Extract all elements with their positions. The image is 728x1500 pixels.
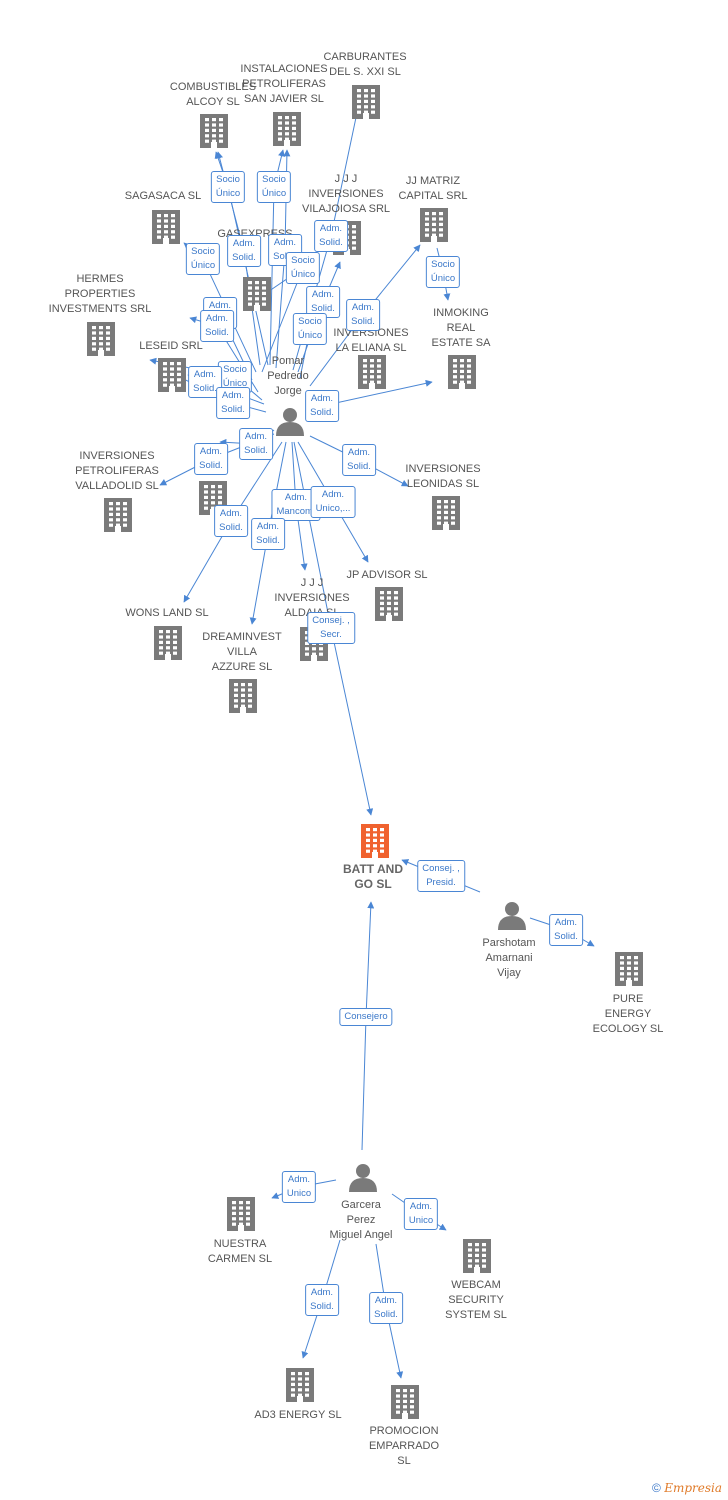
building-icon[interactable] <box>391 1385 419 1419</box>
edge-role-badge[interactable]: Adm. Unico <box>403 1198 439 1230</box>
building-icon[interactable] <box>352 85 380 119</box>
edge-role-badge[interactable]: Socio Único <box>292 313 328 345</box>
building-icon[interactable] <box>286 1368 314 1402</box>
building-icon[interactable] <box>104 498 132 532</box>
node-label-pure[interactable]: PURE ENERGY ECOLOGY SL <box>592 993 664 1035</box>
node-label-inveliana[interactable]: INVERSIONES LA ELIANA SL <box>333 327 409 354</box>
node-label-wons[interactable]: WONS LAND SL <box>125 607 209 619</box>
building-icon[interactable] <box>87 322 115 356</box>
edge-role-badge[interactable]: Adm. Unico,... <box>310 486 356 518</box>
watermark: © Empresia <box>652 1481 722 1495</box>
edge-role-badge[interactable]: Adm. Solid. <box>369 1292 403 1324</box>
edge-role-badge[interactable]: Adm. Solid. <box>239 428 273 460</box>
edge-role-badge[interactable]: Adm. Solid. <box>216 387 250 419</box>
edge-role-badge[interactable]: Consej. , Secr. <box>307 612 355 644</box>
edge-role-badge[interactable]: Adm. Solid. <box>200 310 234 342</box>
edge-role-badge[interactable]: Adm. Solid. <box>549 914 583 946</box>
edge-role-badge[interactable]: Adm. Solid. <box>214 505 248 537</box>
node-label-jjjvila[interactable]: J J J INVERSIONES VILAJOIOSA SRL <box>301 173 391 215</box>
node-label-carburantes[interactable]: CARBURANTES DEL S. XXI SL <box>323 51 407 78</box>
node-label-jpadvisor[interactable]: JP ADVISOR SL <box>346 569 428 581</box>
edge-role-badge[interactable]: Socio Único <box>185 243 221 275</box>
building-icon[interactable] <box>375 587 403 621</box>
node-label-combustibles[interactable]: COMBUSTIBLES ALCOY SL <box>169 81 257 108</box>
edge-role-badge[interactable]: Socio Único <box>425 256 461 288</box>
node-label-parshotam[interactable]: Parshotam Amarnani Vijay <box>482 937 536 979</box>
building-icon[interactable] <box>229 679 257 713</box>
edge-role-badge[interactable]: Socio Único <box>256 171 292 203</box>
edge-role-badge[interactable]: Adm. Solid. <box>306 286 340 318</box>
edge-role-badge[interactable]: Adm. Solid. <box>342 444 376 476</box>
node-label-sagasaca[interactable]: SAGASACA SL <box>124 190 202 202</box>
building-icon[interactable] <box>243 277 271 311</box>
node-label-ad3[interactable]: AD3 ENERGY SL <box>254 1409 342 1421</box>
edge-role-badge[interactable]: Adm. Solid. <box>314 220 348 252</box>
edge-role-badge[interactable]: Socio Único <box>210 171 246 203</box>
node-label-nuestra[interactable]: NUESTRA CARMEN SL <box>207 1238 273 1265</box>
node-label-jjmatriz[interactable]: JJ MATRIZ CAPITAL SRL <box>398 175 468 202</box>
edge-role-badge[interactable]: Adm. Unico <box>281 1171 317 1203</box>
edge-role-badge[interactable]: Adm. Solid. <box>305 1284 339 1316</box>
building-icon[interactable] <box>152 210 180 244</box>
node-label-pomar[interactable]: Pomar Pedredo Jorge <box>267 355 309 397</box>
building-icon[interactable] <box>615 952 643 986</box>
edge-role-badge[interactable]: Adm. Solid. <box>251 518 285 550</box>
node-label-leonidas[interactable]: INVERSIONES LEONIDAS SL <box>405 463 481 490</box>
building-icon[interactable] <box>273 112 301 146</box>
building-icon[interactable] <box>158 358 186 392</box>
building-icon[interactable] <box>227 1197 255 1231</box>
building-icon[interactable] <box>200 114 228 148</box>
person-icon[interactable] <box>498 902 526 930</box>
edge-role-badge[interactable]: Adm. Solid. <box>227 235 261 267</box>
node-label-batt[interactable]: BATT AND GO SL <box>343 862 403 891</box>
building-icon[interactable] <box>432 496 460 530</box>
node-label-leseid[interactable]: LESEID SRL <box>139 340 203 352</box>
edge-role-badge[interactable]: Adm. Solid. <box>188 366 222 398</box>
copyright-symbol: © <box>652 1481 661 1495</box>
person-icon[interactable] <box>349 1164 377 1192</box>
node-label-instalaciones[interactable]: INSTALACIONES PETROLIFERAS SAN JAVIER SL <box>240 63 328 105</box>
building-icon[interactable] <box>154 626 182 660</box>
brand-logo: Empresia <box>664 1481 722 1495</box>
edge-role-badge[interactable]: Adm. Solid. <box>305 390 339 422</box>
node-label-hermes[interactable]: HERMES PROPERTIES INVESTMENTS SRL <box>48 273 152 315</box>
building-icon[interactable] <box>358 355 386 389</box>
node-label-promocion[interactable]: PROMOCION EMPARRADO SL <box>368 1425 440 1467</box>
node-label-webcam[interactable]: WEBCAM SECURITY SYSTEM SL <box>445 1279 507 1321</box>
edge-role-badge[interactable]: Socio Único <box>285 252 321 284</box>
node-label-dreaminvest[interactable]: DREAMINVEST VILLA AZZURE SL <box>202 631 282 673</box>
building-icon[interactable] <box>420 208 448 242</box>
node-label-inmoking[interactable]: INMOKING REAL ESTATE SA <box>431 307 491 349</box>
building-icon[interactable] <box>448 355 476 389</box>
node-label-garcera[interactable]: Garcera Perez Miguel Angel <box>329 1199 393 1241</box>
building-icon[interactable] <box>463 1239 491 1273</box>
edge-role-badge[interactable]: Adm. Solid. <box>194 443 228 475</box>
edge-role-badge[interactable]: Adm. Solid. <box>346 299 380 331</box>
person-icon[interactable] <box>276 408 304 436</box>
edge-role-badge[interactable]: Consejero <box>339 1008 393 1026</box>
edge-role-badge[interactable]: Consej. , Presid. <box>417 860 465 892</box>
node-label-invvalladolid[interactable]: INVERSIONES PETROLIFERAS VALLADOLID SL <box>75 450 159 492</box>
building-focus-icon[interactable] <box>361 824 389 858</box>
